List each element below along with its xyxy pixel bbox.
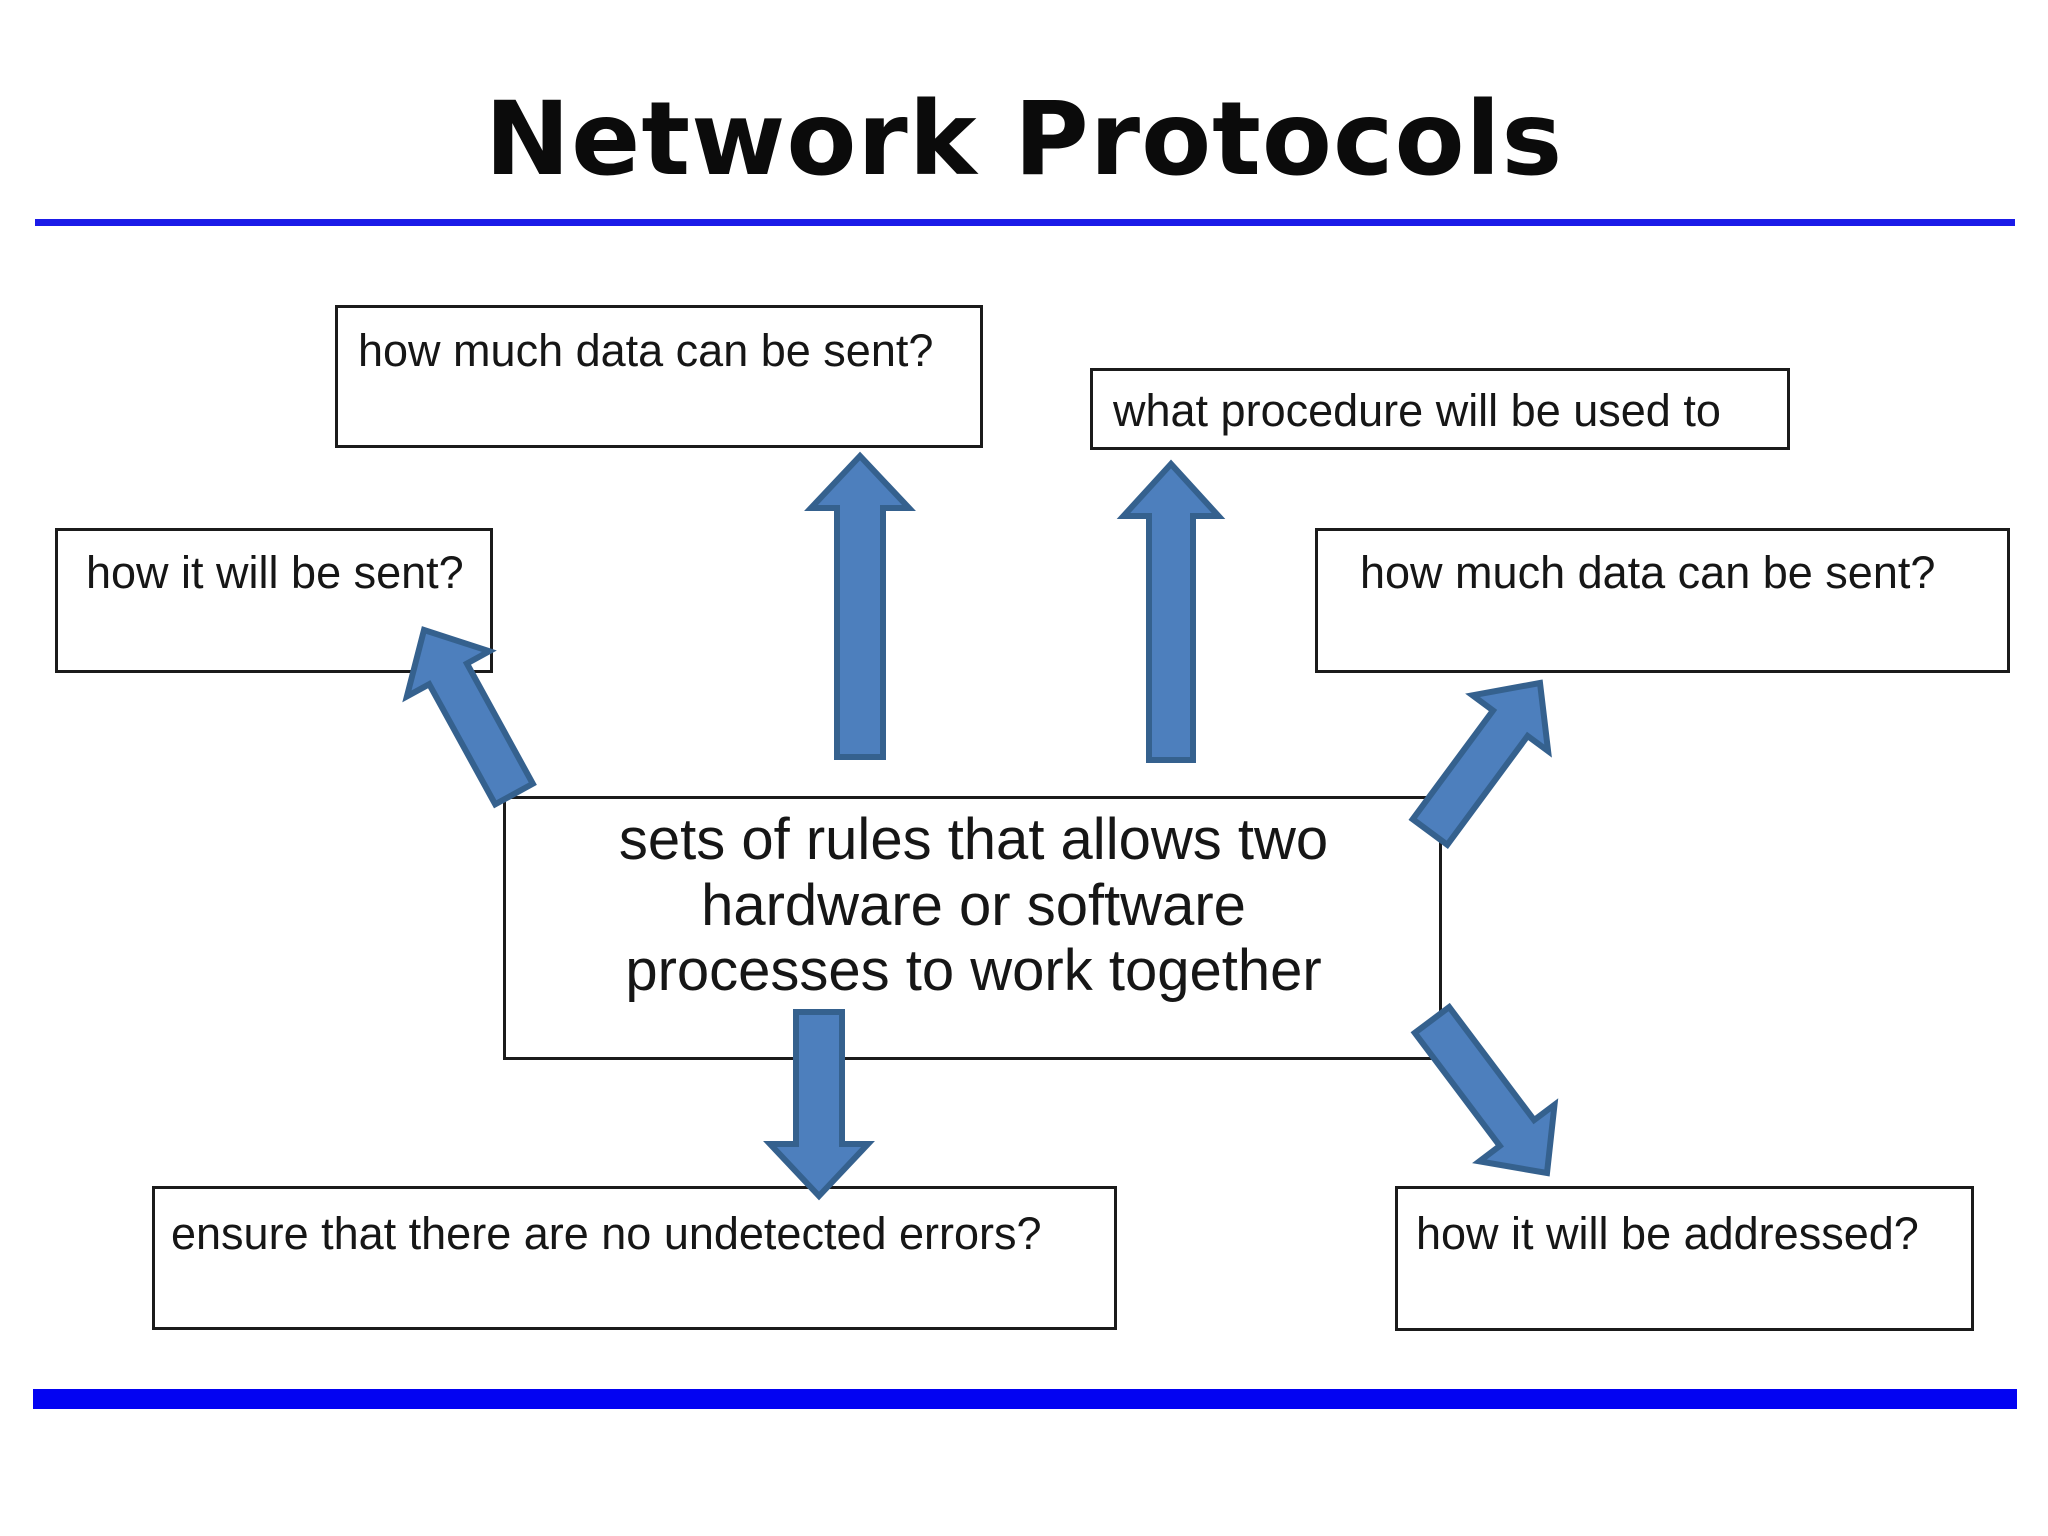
diagram-box-top-right: what procedure will be used to — [1090, 368, 1790, 450]
diagram-box-bottom-left: ensure that there are no undetected erro… — [152, 1186, 1117, 1330]
diagram-box-text: how much data can be sent? — [358, 325, 934, 376]
arrow-to-top-left-box — [804, 451, 916, 760]
diagram-box-text: how it will be addressed? — [1416, 1208, 1919, 1259]
footer-bar — [33, 1389, 2017, 1409]
diagram-box-right: how much data can be sent? — [1315, 528, 2010, 673]
slide-title: Network Protocols — [484, 80, 1564, 199]
arrow-to-top-right-box — [1116, 459, 1226, 763]
title-underline — [35, 219, 2015, 226]
diagram-box-text: how much data can be sent? — [1360, 547, 1936, 598]
diagram-box-text: what procedure will be used to — [1113, 385, 1721, 436]
diagram-box-top-left: how much data can be sent? — [335, 305, 983, 448]
diagram-box-bottom-right: how it will be addressed? — [1395, 1186, 1974, 1331]
diagram-box-left: how it will be sent? — [55, 528, 493, 673]
diagram-box-text: how it will be sent? — [86, 547, 464, 598]
diagram-box-text: ensure that there are no undetected erro… — [171, 1208, 1042, 1259]
